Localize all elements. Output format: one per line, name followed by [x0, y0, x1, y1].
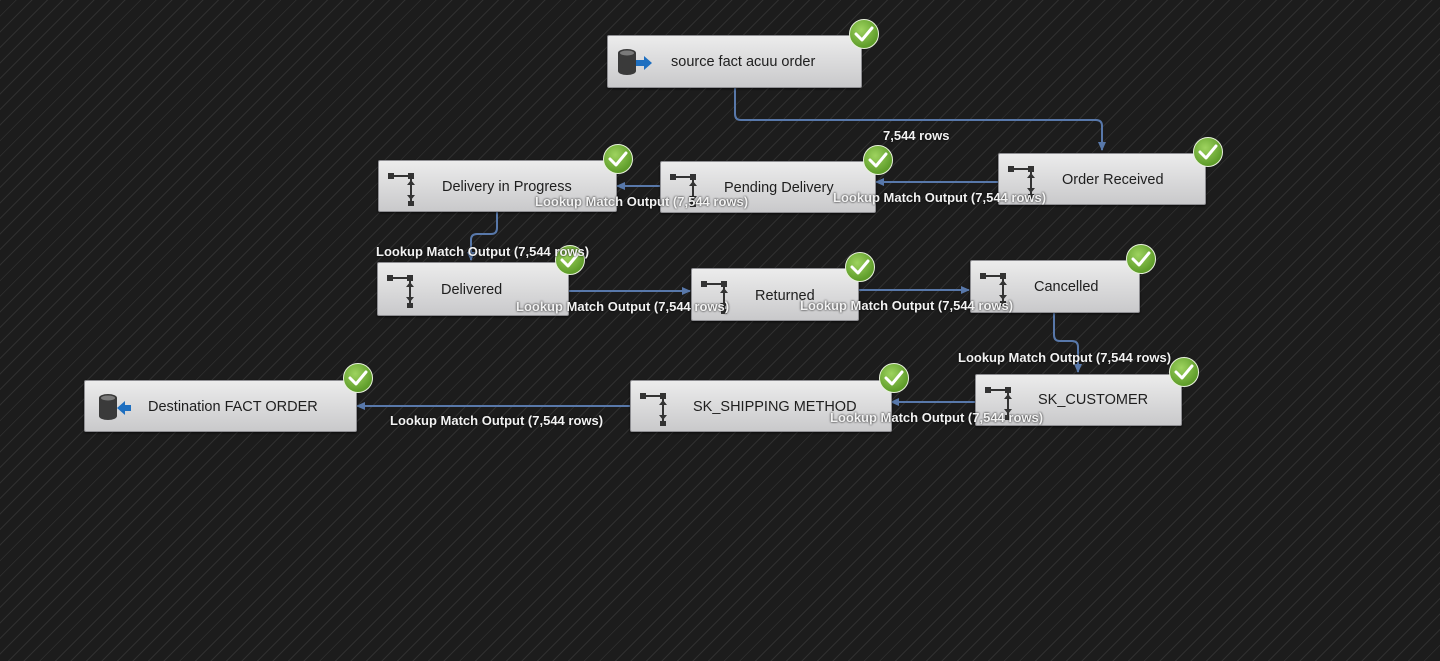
path-label-delivery-in-progress-to-delivered: Lookup Match Output (7,544 rows): [376, 244, 590, 259]
task-label: SK_SHIPPING METHOD: [693, 399, 857, 415]
success-check-icon: [879, 363, 909, 393]
task-cancelled[interactable]: Cancelled: [970, 260, 1140, 313]
success-check-icon: [555, 245, 585, 275]
lookup-icon: [1008, 166, 1035, 199]
path-label-sk-shipping-to-destination: Lookup Match Output (7,544 rows): [390, 413, 604, 428]
lookup-icon: [640, 393, 667, 426]
task-label: Delivered: [441, 282, 503, 298]
path-label-delivered-to-returned: Lookup Match Output (7,544 rows): [516, 299, 730, 314]
task-label: Cancelled: [1034, 279, 1099, 295]
success-check-icon: [1126, 244, 1156, 274]
path-label-pending-delivery-to-delivery-in-progress: Lookup Match Output (7,544 rows): [535, 194, 749, 209]
path-source-to-order-received[interactable]: [734, 88, 1106, 151]
task-order-received[interactable]: Order Received: [998, 153, 1206, 205]
task-delivery-in-progress[interactable]: Delivery in Progress: [378, 160, 617, 212]
path-label-returned-to-cancelled: Lookup Match Output (7,544 rows): [800, 298, 1014, 313]
task-delivered[interactable]: Delivered: [377, 262, 569, 316]
task-label: source fact acuu order: [671, 54, 816, 70]
success-check-icon: [603, 144, 633, 174]
task-label: Pending Delivery: [724, 180, 834, 196]
task-label: Returned: [755, 288, 815, 304]
success-check-icon: [845, 252, 875, 282]
lookup-icon: [388, 173, 415, 206]
task-sk-shipping-method[interactable]: SK_SHIPPING METHOD: [630, 380, 892, 432]
task-sk-customer[interactable]: SK_CUSTOMER: [975, 374, 1182, 426]
lookup-icon: [670, 174, 697, 207]
task-label: Destination FACT ORDER: [148, 399, 318, 415]
path-label-source-to-order-received: 7,544 rows: [883, 128, 950, 143]
success-check-icon: [1193, 137, 1223, 167]
task-pending-delivery[interactable]: Pending Delivery: [660, 161, 876, 213]
source-database-icon: [618, 49, 652, 75]
task-returned[interactable]: Returned: [691, 268, 859, 321]
success-check-icon: [849, 19, 879, 49]
task-source-fact-acuu-order[interactable]: source fact acuu order: [607, 35, 862, 88]
success-check-icon: [1169, 357, 1199, 387]
path-label-sk-customer-to-sk-shipping: Lookup Match Output (7,544 rows): [830, 410, 1044, 425]
task-label: Delivery in Progress: [442, 179, 572, 195]
destination-database-icon: [99, 394, 131, 420]
task-label: Order Received: [1062, 172, 1164, 188]
success-check-icon: [863, 145, 893, 175]
lookup-icon: [985, 387, 1012, 420]
lookup-icon: [387, 275, 414, 308]
lookup-icon: [701, 281, 728, 314]
success-check-icon: [343, 363, 373, 393]
path-label-order-received-to-pending-delivery: Lookup Match Output (7,544 rows): [833, 190, 1047, 205]
task-destination-fact-order[interactable]: Destination FACT ORDER: [84, 380, 357, 432]
path-label-cancelled-to-sk-customer: Lookup Match Output (7,544 rows): [958, 350, 1172, 365]
path-cancelled-to-sk-customer[interactable]: [1053, 313, 1082, 373]
task-label: SK_CUSTOMER: [1038, 392, 1149, 408]
lookup-icon: [980, 273, 1007, 306]
path-delivery-in-progress-to-delivered[interactable]: [467, 212, 498, 261]
